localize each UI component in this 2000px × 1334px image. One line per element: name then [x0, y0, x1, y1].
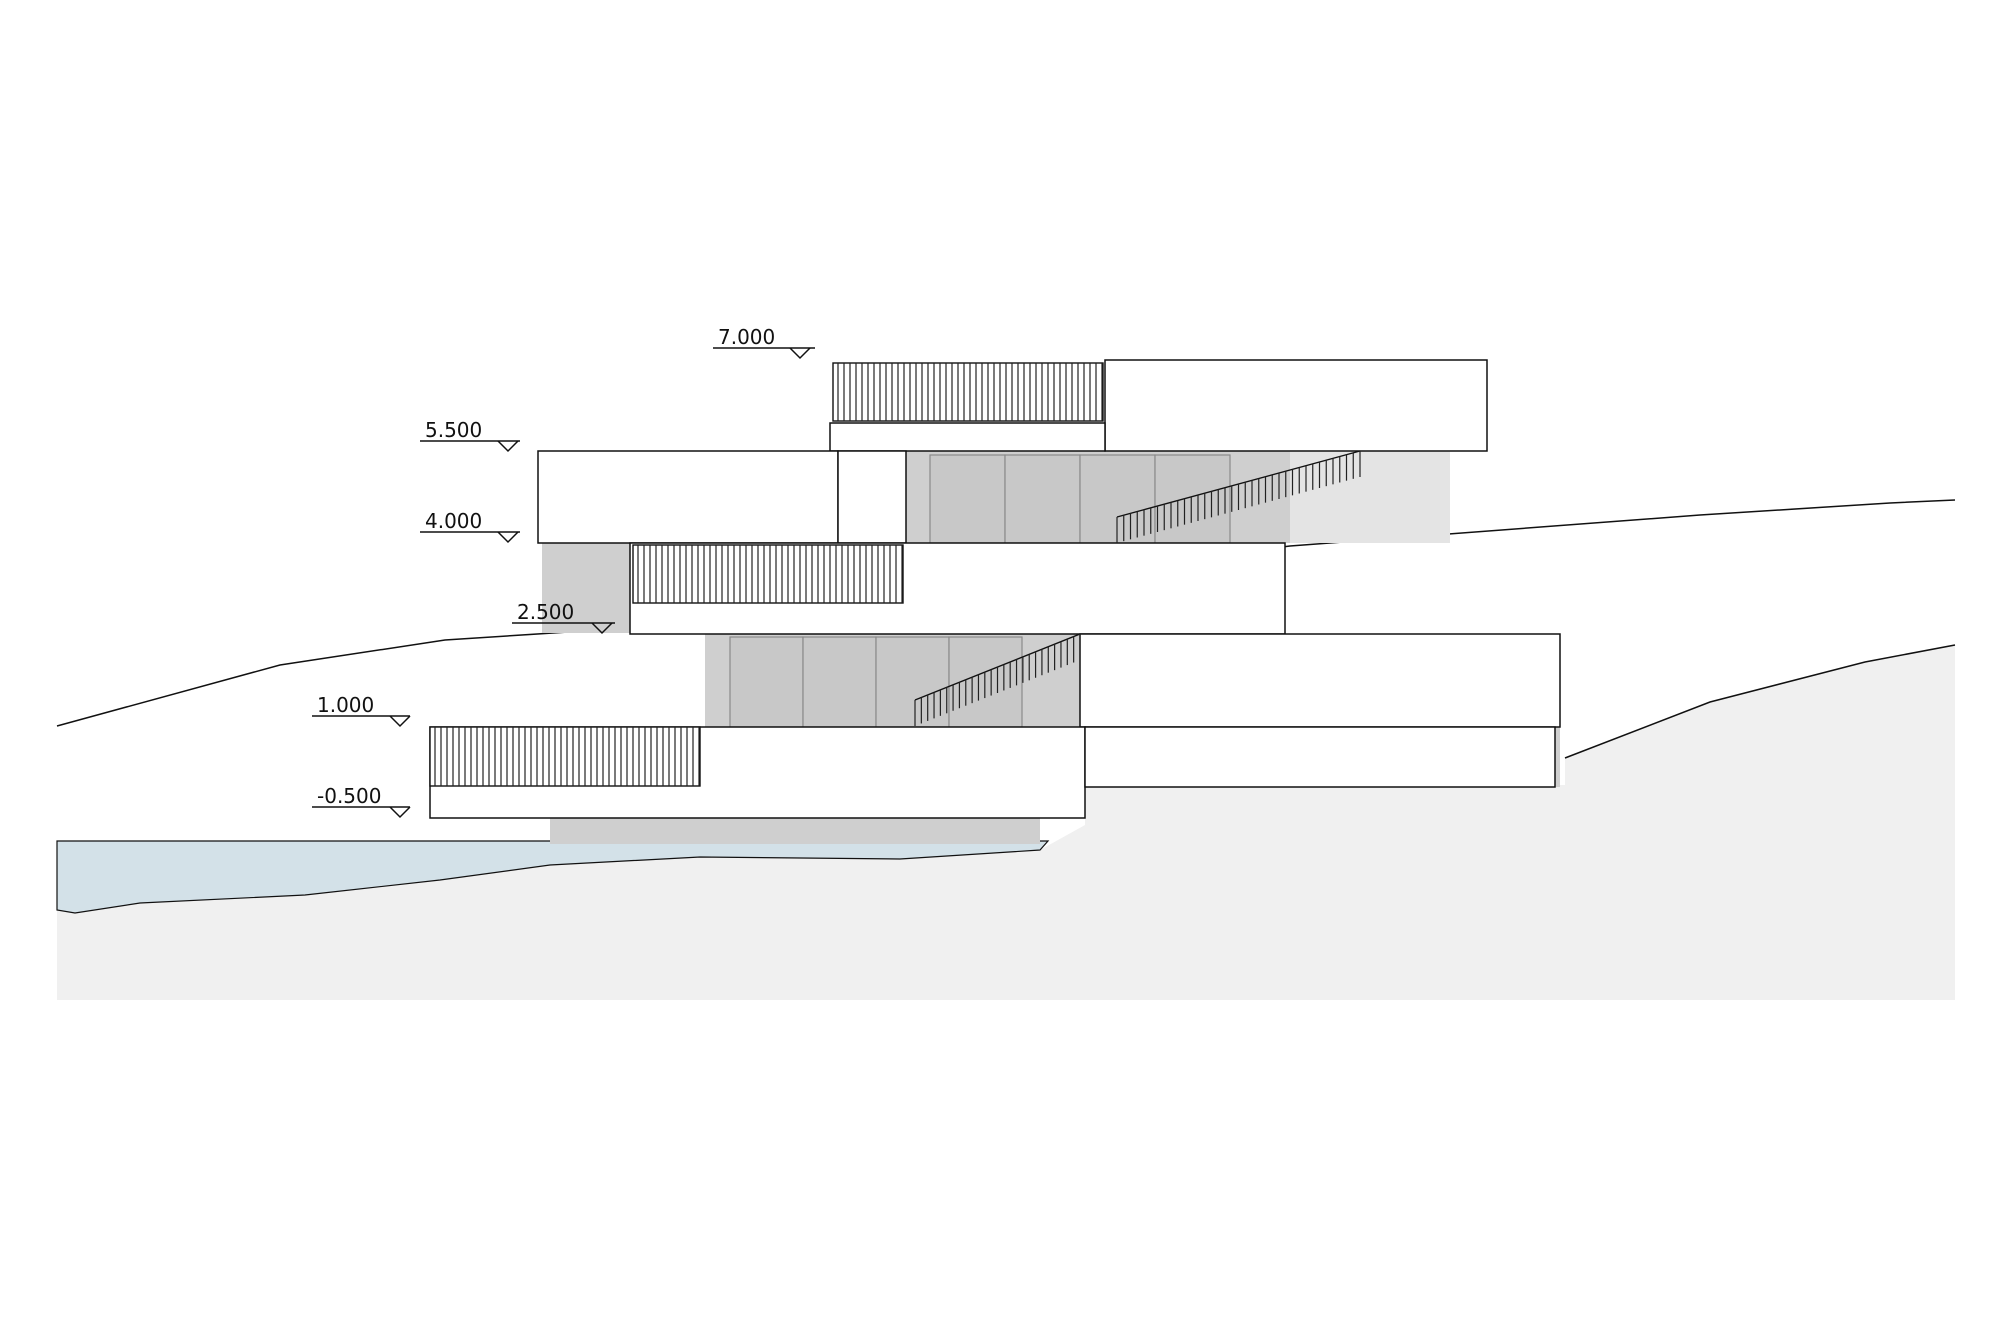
- level-marker-5500: 5.500: [420, 418, 520, 453]
- level-triangle-icon: [497, 531, 519, 544]
- stair-upper: [1116, 450, 1361, 543]
- upper-volume-column: [837, 450, 907, 544]
- railing-terrace-middle: [632, 544, 904, 604]
- level-label: 5.500: [425, 418, 482, 442]
- level-label: 2.500: [517, 600, 574, 624]
- shaded-wall-left: [542, 543, 632, 633]
- level-triangle-icon: [591, 622, 613, 635]
- lower-terrain-line: [1564, 644, 1956, 759]
- shaded-plinth: [550, 818, 1040, 844]
- level-label: -0.500: [317, 784, 381, 808]
- middle-right-volume: [1079, 633, 1561, 728]
- water-body: [56, 840, 1050, 914]
- level-triangle-icon: [789, 347, 811, 360]
- railing-frame: [429, 726, 701, 787]
- railing-frame: [632, 544, 904, 604]
- level-triangle-icon: [497, 440, 519, 453]
- railing-frame: [832, 362, 1104, 422]
- level-markers: 7.000 5.500 4.000 2.500 1.000 -0.500: [312, 325, 815, 819]
- glazing-upper: [929, 454, 1231, 544]
- level-label: 4.000: [425, 509, 482, 533]
- railing-roof: [832, 362, 1104, 422]
- window-panel: [802, 636, 877, 728]
- brick-wall-upper: [1290, 451, 1450, 543]
- lower-right-frame: [1084, 726, 1556, 788]
- level-marker-4000: 4.000: [420, 509, 520, 544]
- level-label: 1.000: [317, 693, 374, 717]
- level-marker-2500: 2.500: [512, 600, 615, 635]
- window-panel: [929, 454, 1006, 544]
- level-marker-m0500: -0.500: [312, 784, 411, 819]
- building-volumes: [429, 359, 1561, 819]
- railing-terrace-lower: [429, 726, 701, 787]
- upper-volume-left: [537, 450, 839, 544]
- roof-volume: [1104, 359, 1488, 452]
- roof-slab-base: [829, 422, 1106, 452]
- window-panel: [1004, 454, 1081, 544]
- level-triangle-icon: [389, 806, 411, 819]
- level-label: 7.000: [718, 325, 775, 349]
- stair-lower: [914, 633, 1081, 726]
- window-panel: [729, 636, 804, 728]
- ground-fill: [57, 645, 1955, 1000]
- window-panel: [1154, 454, 1231, 544]
- level-marker-7000: 7.000: [713, 325, 815, 360]
- level-marker-1000: 1.000: [312, 693, 411, 728]
- window-panel: [875, 636, 950, 728]
- level-triangle-icon: [389, 715, 411, 728]
- ground-terrain: [56, 644, 1956, 1000]
